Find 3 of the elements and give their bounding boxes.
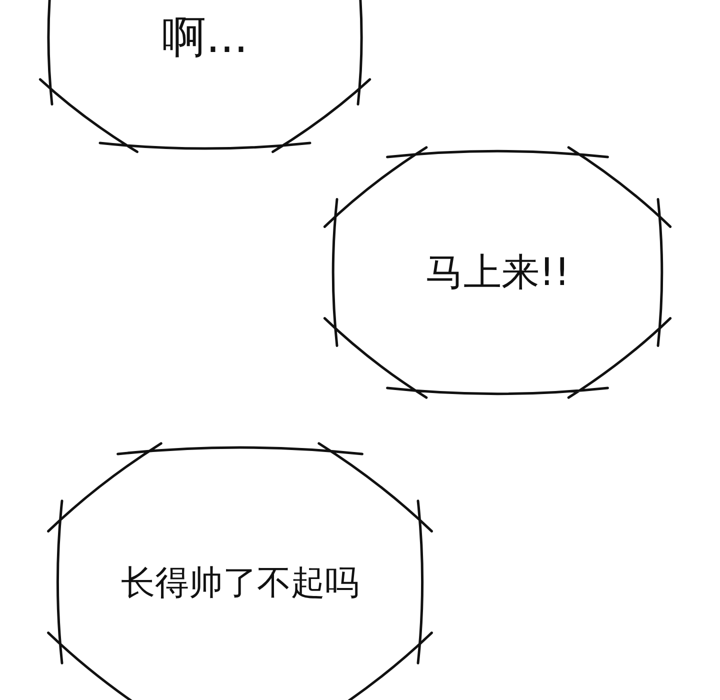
speech-text: 马上来!! <box>424 249 571 296</box>
speech-text: 啊... <box>161 11 249 65</box>
speech-text: 长得帅了不起吗 <box>120 562 360 605</box>
